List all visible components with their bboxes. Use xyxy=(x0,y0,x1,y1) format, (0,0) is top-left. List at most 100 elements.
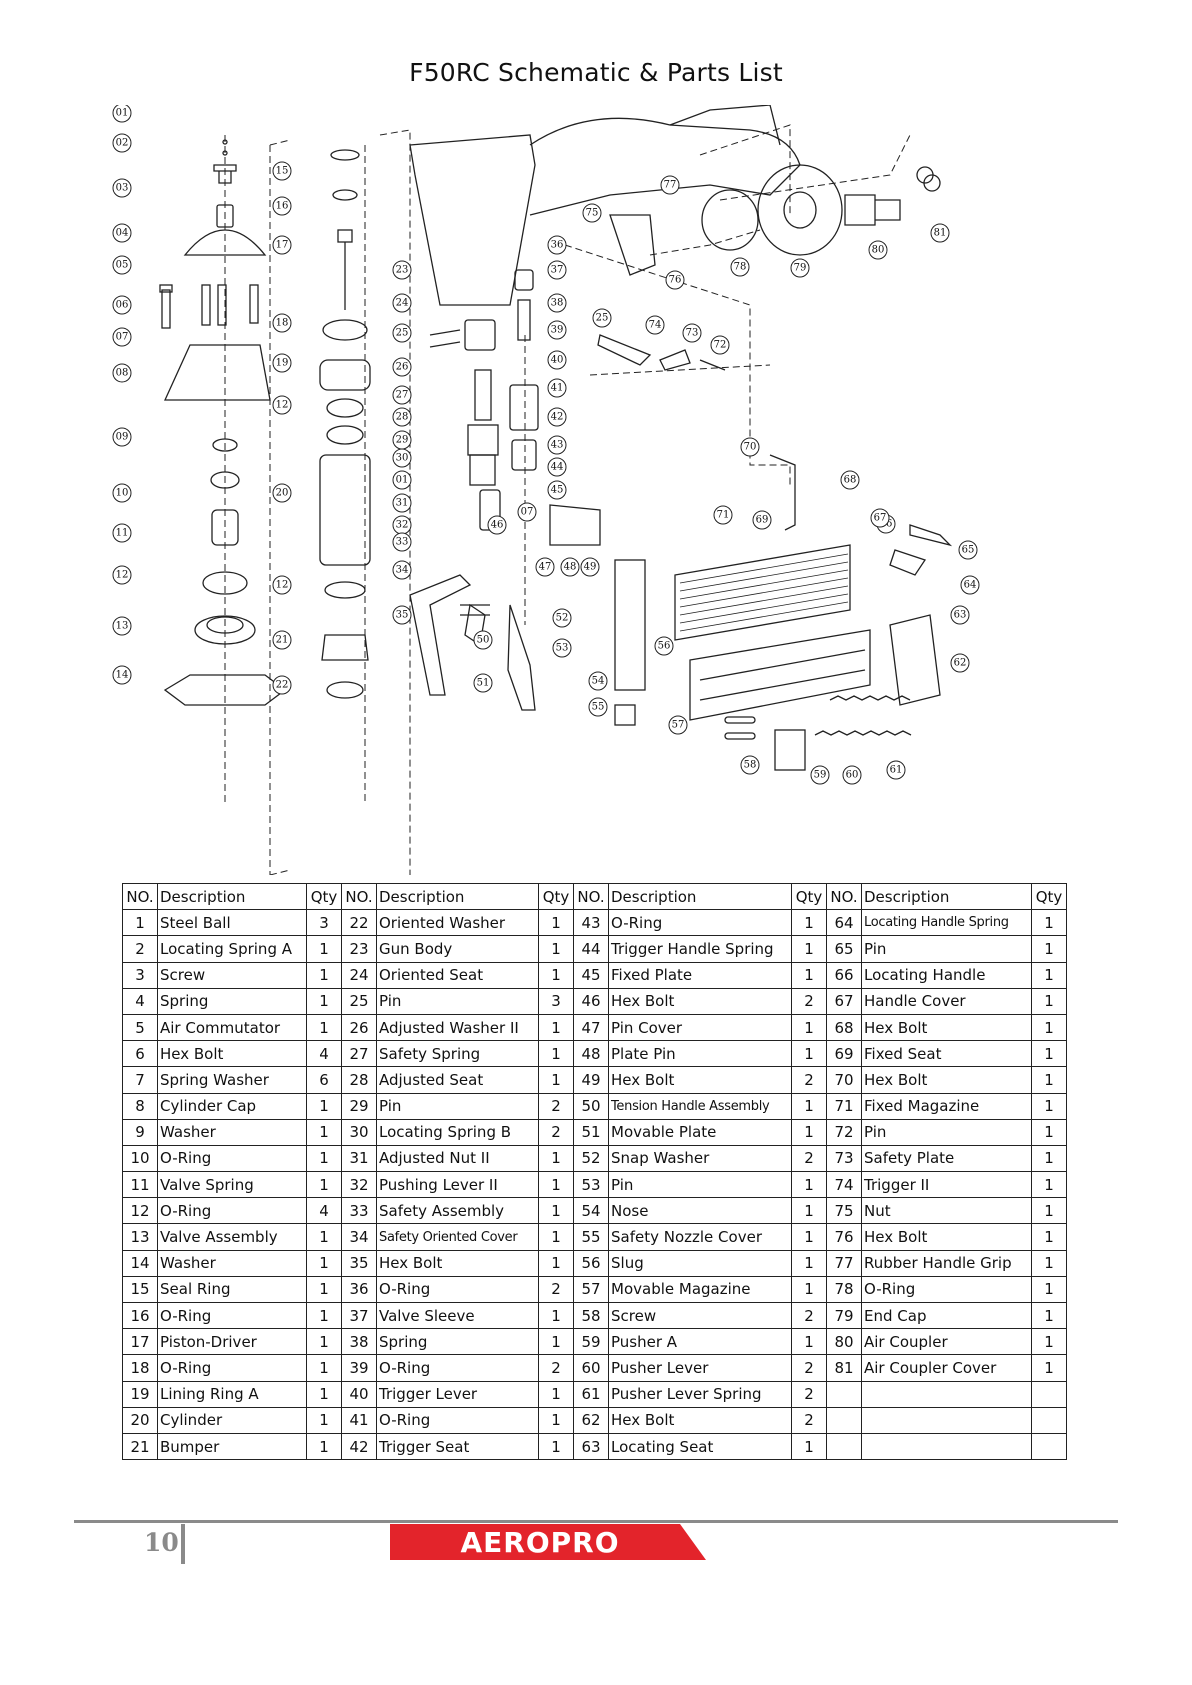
callout-label: 26 xyxy=(396,362,409,373)
part-qty: 1 xyxy=(1031,1328,1067,1356)
empty-cell xyxy=(861,1432,1032,1461)
callout-57: 57 xyxy=(668,715,688,735)
callout-17: 17 xyxy=(272,235,292,255)
callout-12: 12 xyxy=(272,395,292,415)
part-desc: Safety Nozzle Cover xyxy=(608,1223,792,1251)
page-number-separator xyxy=(181,1524,185,1564)
callout-30: 30 xyxy=(392,448,412,468)
part-desc: Pin xyxy=(376,1092,539,1120)
callout-label: 55 xyxy=(592,702,605,713)
callout-label: 10 xyxy=(116,488,129,499)
header-no: NO. xyxy=(826,882,862,911)
callout-bubble xyxy=(810,765,830,785)
callout-bubble xyxy=(272,313,292,333)
callout-bubble xyxy=(112,223,132,243)
callout-35: 35 xyxy=(392,605,412,625)
callout-label: 05 xyxy=(116,260,129,271)
callout-label: 64 xyxy=(964,580,977,591)
part-desc: Nut xyxy=(861,1197,1032,1225)
callout-61: 61 xyxy=(886,760,906,780)
part-desc: Adjusted Seat xyxy=(376,1066,539,1094)
part-qty: 1 xyxy=(1031,1275,1067,1304)
part-no: 1 xyxy=(122,909,158,937)
part-desc: Oriented Seat xyxy=(376,961,539,989)
part-no: 61 xyxy=(573,1380,609,1408)
part-no: 75 xyxy=(826,1197,862,1225)
callout-bubble xyxy=(112,133,132,153)
part-desc: Fixed Magazine xyxy=(861,1092,1032,1120)
callout-65: 65 xyxy=(958,540,978,560)
part-no: 31 xyxy=(341,1144,377,1173)
header-no: NO. xyxy=(122,882,158,911)
callout-33: 33 xyxy=(392,532,412,552)
callout-bubble xyxy=(473,630,493,650)
part-no: 73 xyxy=(826,1144,862,1173)
callout-label: 35 xyxy=(396,610,409,621)
part-desc: O-Ring xyxy=(157,1354,307,1382)
callout-label: 33 xyxy=(396,537,409,548)
part-qty: 1 xyxy=(306,1249,342,1277)
callout-bubble xyxy=(547,435,567,455)
callout-bubble xyxy=(272,196,292,216)
callout-bubble xyxy=(392,357,412,377)
part-no: 22 xyxy=(341,909,377,937)
header-no: NO. xyxy=(341,882,377,911)
callout-15: 15 xyxy=(272,161,292,181)
callout-label: 15 xyxy=(276,166,289,177)
part-no: 30 xyxy=(341,1118,377,1146)
callout-bubble xyxy=(112,178,132,198)
part-desc: Oriented Washer xyxy=(376,909,539,937)
part-qty: 1 xyxy=(306,1144,342,1173)
part-no: 5 xyxy=(122,1013,158,1042)
part-qty: 1 xyxy=(306,1406,342,1434)
part-desc: Safety Spring xyxy=(376,1040,539,1068)
callout-label: 39 xyxy=(551,325,564,336)
part-desc: Bumper xyxy=(157,1432,307,1461)
part-qty: 1 xyxy=(791,935,827,963)
part-no: 56 xyxy=(573,1249,609,1277)
callout-76: 76 xyxy=(665,270,685,290)
callout-bubble xyxy=(560,557,580,577)
callout-77: 77 xyxy=(660,175,680,195)
callout-label: 65 xyxy=(962,545,975,556)
callout-bubble xyxy=(392,260,412,280)
part-no: 41 xyxy=(341,1406,377,1434)
part-desc: Screw xyxy=(157,961,307,989)
part-desc: Hex Bolt xyxy=(157,1040,307,1068)
callout-label: 17 xyxy=(276,240,289,251)
part-qty: 1 xyxy=(791,1013,827,1042)
callout-22: 22 xyxy=(272,675,292,695)
callout-bubble xyxy=(392,560,412,580)
part-qty: 1 xyxy=(1031,1092,1067,1120)
part-desc: Handle Cover xyxy=(861,987,1032,1015)
part-desc: Locating Spring B xyxy=(376,1118,539,1146)
callout-label: 42 xyxy=(551,412,564,423)
callout-label: 50 xyxy=(477,635,490,646)
callout-label: 57 xyxy=(672,720,685,731)
part-no: 21 xyxy=(122,1432,158,1461)
callout-07: 07 xyxy=(112,327,132,347)
part-desc: O-Ring xyxy=(376,1275,539,1304)
callout-38: 38 xyxy=(547,293,567,313)
part-no: 38 xyxy=(341,1328,377,1356)
part-desc: Valve Spring xyxy=(157,1171,307,1199)
part-no: 51 xyxy=(573,1118,609,1146)
part-no: 26 xyxy=(341,1013,377,1042)
part-qty: 1 xyxy=(538,961,574,989)
part-qty: 1 xyxy=(306,961,342,989)
callout-39: 39 xyxy=(547,320,567,340)
callout-label: 14 xyxy=(116,670,129,681)
callout-label: 25 xyxy=(596,313,609,324)
part-qty: 1 xyxy=(791,1432,827,1461)
part-qty: 1 xyxy=(1031,1066,1067,1094)
callout-label: 73 xyxy=(686,328,699,339)
callout-bubble xyxy=(272,353,292,373)
callout-label: 22 xyxy=(276,680,289,691)
